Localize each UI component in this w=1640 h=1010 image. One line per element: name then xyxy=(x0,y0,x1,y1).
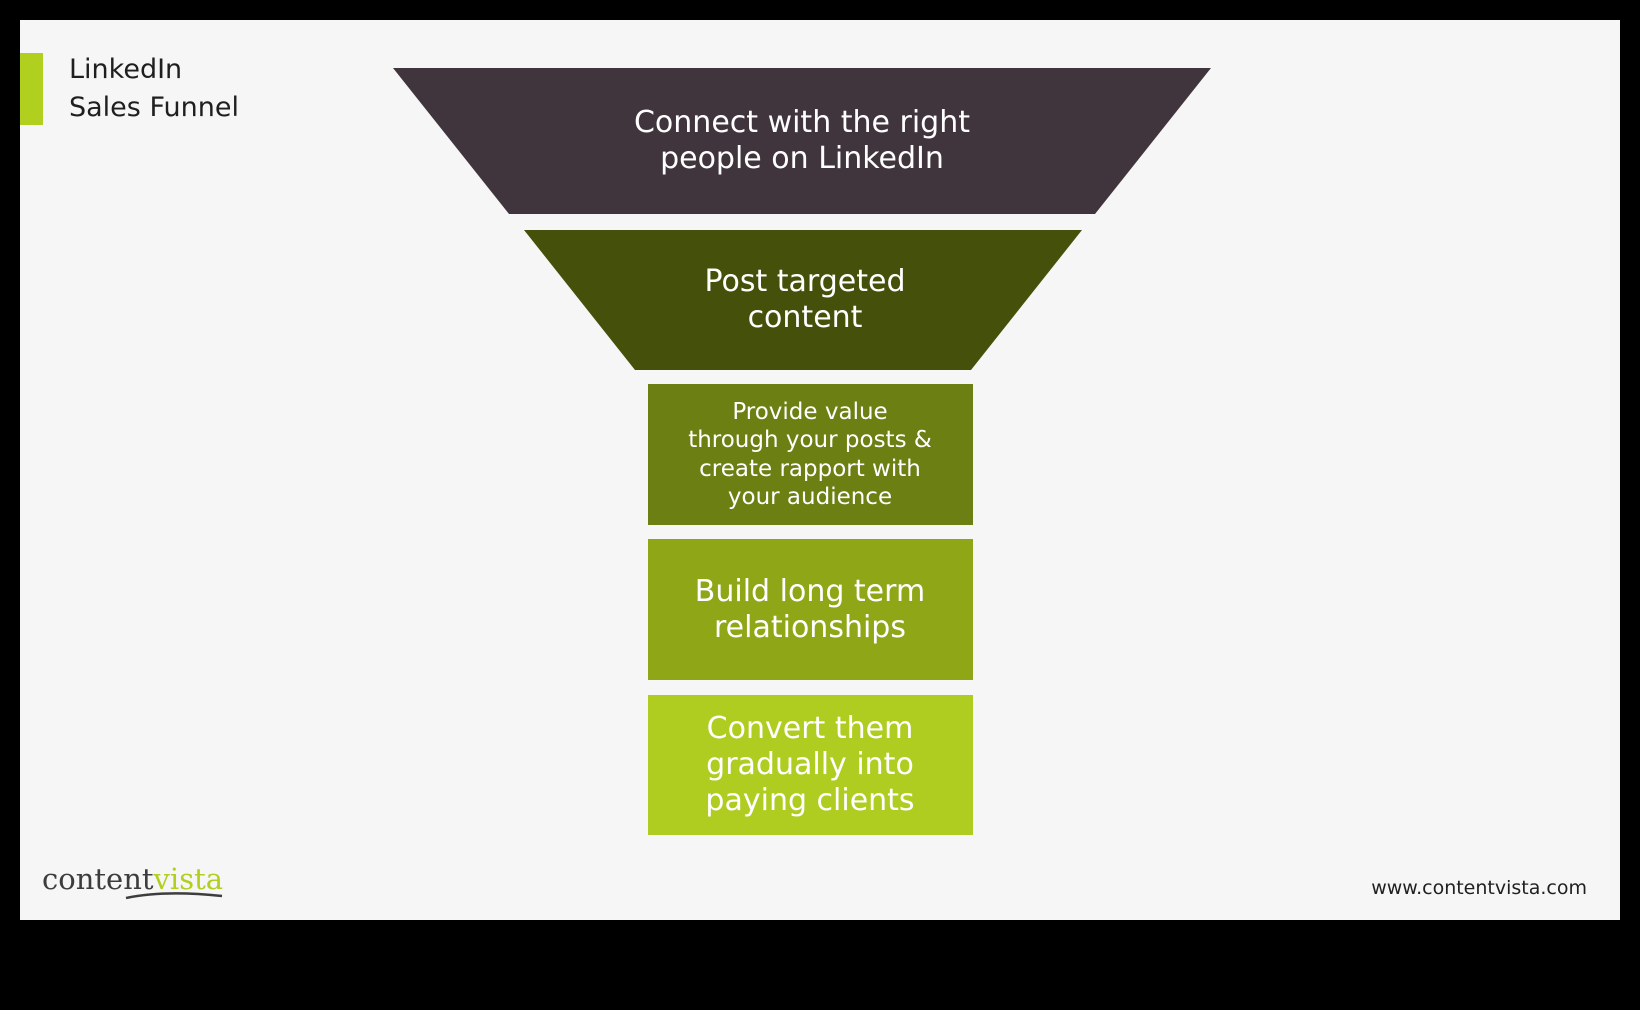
logo-text-content: content xyxy=(42,862,154,896)
website-url: www.contentvista.com xyxy=(1371,877,1587,899)
title-accent-bar xyxy=(20,53,43,125)
funnel-stage-1-shape xyxy=(393,68,1211,214)
funnel-diagram xyxy=(393,68,1211,835)
logo-swoosh-icon xyxy=(125,892,223,900)
funnel-stage-2-shape xyxy=(524,230,1082,370)
slide: LinkedIn Sales Funnel Connect with the r… xyxy=(20,20,1620,920)
logo-text-vista: vista xyxy=(153,862,224,896)
slide-title: LinkedIn Sales Funnel xyxy=(69,51,239,127)
funnel-stage-3-shape xyxy=(648,384,973,525)
title-line-1: LinkedIn xyxy=(69,54,183,85)
title-line-2: Sales Funnel xyxy=(69,92,239,123)
contentvista-logo: contentvista xyxy=(42,862,224,900)
funnel-stage-5-shape xyxy=(648,695,973,835)
funnel-stage-4-shape xyxy=(648,539,973,680)
